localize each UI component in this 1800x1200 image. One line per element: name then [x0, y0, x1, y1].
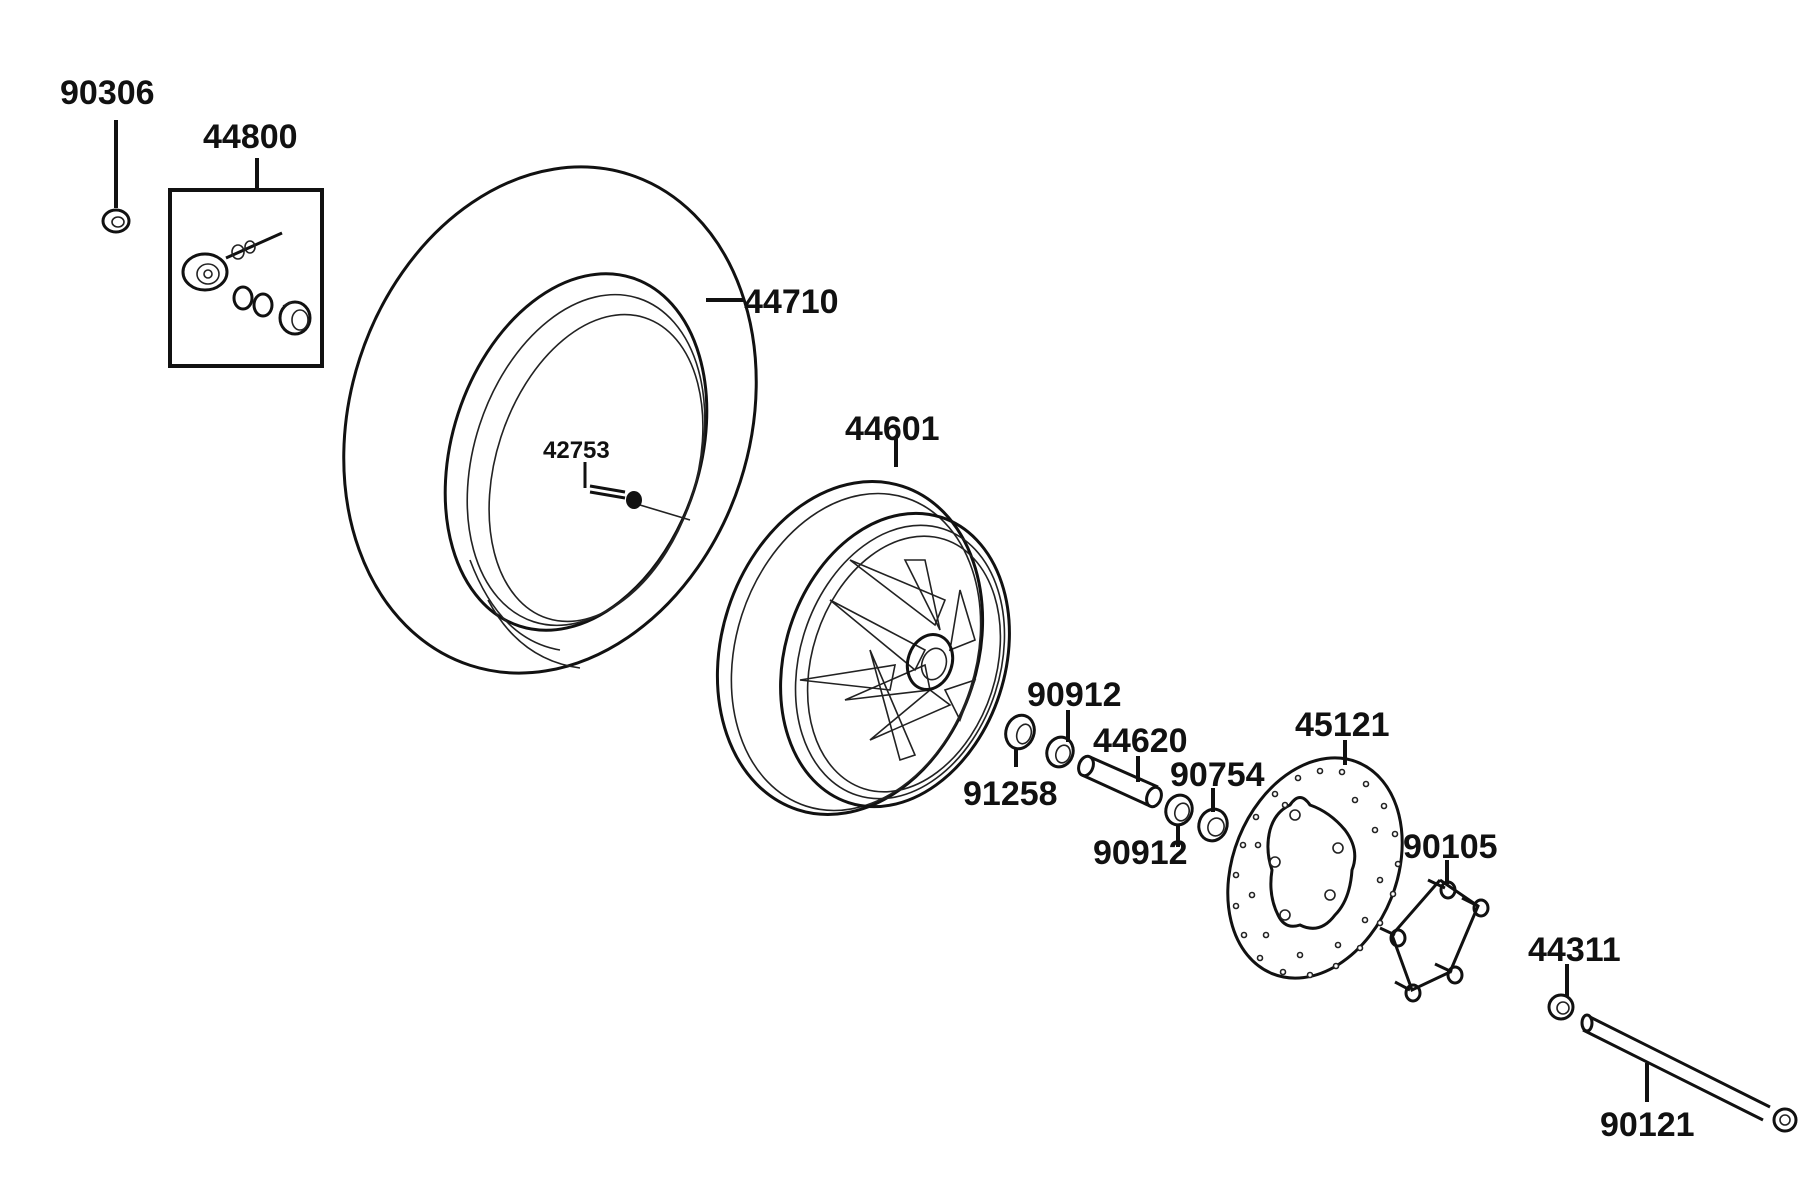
part-90754-seal[interactable] [1195, 788, 1232, 845]
label-90754: 90754 [1170, 756, 1265, 794]
part-91258-seal[interactable] [1001, 712, 1038, 767]
label-44311: 44311 [1528, 931, 1621, 969]
part-44601-wheel-rim[interactable] [676, 438, 1046, 849]
label-44800: 44800 [203, 118, 298, 156]
label-42753: 42753 [543, 437, 610, 464]
label-44620: 44620 [1093, 722, 1188, 760]
label-90912-top: 90912 [1027, 676, 1122, 714]
part-90105-bolts[interactable] [1379, 860, 1490, 1003]
label-91258: 91258 [963, 775, 1058, 813]
label-45121: 45121 [1295, 706, 1390, 744]
part-42753-valve[interactable] [583, 462, 691, 521]
label-44601: 44601 [845, 410, 940, 448]
part-44311-nut[interactable] [1547, 964, 1575, 1021]
part-90912-bearing-bottom[interactable] [1162, 792, 1196, 847]
part-90912-bearing-top[interactable] [1043, 710, 1077, 770]
part-44620-spacer[interactable] [1076, 754, 1164, 809]
label-90306: 90306 [60, 74, 155, 112]
label-90912-bottom: 90912 [1093, 834, 1188, 872]
part-44710-tire[interactable] [280, 113, 820, 727]
part-44800-kit-box[interactable] [168, 158, 324, 368]
part-90121-axle-bolt[interactable] [1580, 1013, 1798, 1133]
part-90306-nut[interactable] [101, 120, 131, 234]
label-90105: 90105 [1403, 828, 1498, 866]
label-44710: 44710 [744, 283, 839, 321]
label-90121: 90121 [1600, 1106, 1695, 1144]
disc-holes [1232, 767, 1402, 979]
part-45121-brake-disc[interactable] [1196, 732, 1433, 1005]
